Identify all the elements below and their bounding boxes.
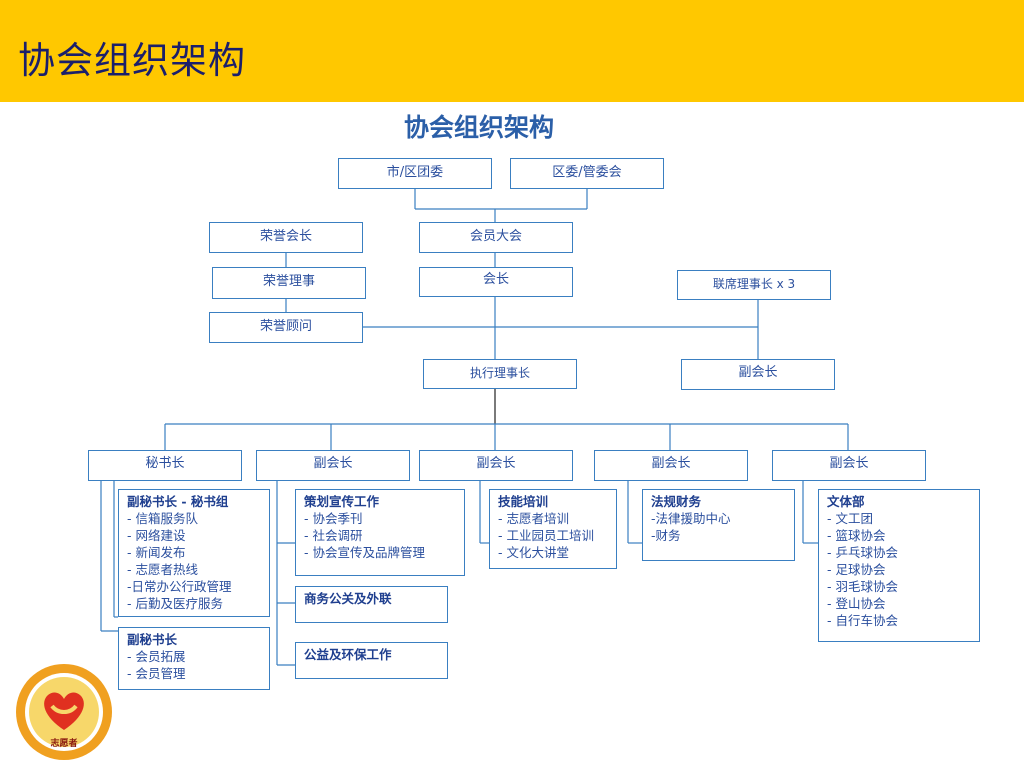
node-joint-chair: 联席理事长 x 3 xyxy=(677,270,831,300)
dept-welfare: 公益及环保工作 xyxy=(295,642,448,679)
dept-publicity: 策划宣传工作 - 协会季刊 - 社会调研 - 协会宣传及品牌管理 xyxy=(295,489,465,576)
node-secretary-general: 秘书长 xyxy=(88,450,242,481)
volunteer-logo: 志愿者 xyxy=(16,664,112,760)
dept-culture: 文体部 - 文工团 - 篮球协会 - 乒乓球协会 - 足球协会 - 羽毛球协会 … xyxy=(818,489,980,642)
dept-deputy-secretary-group: 副秘书长 - 秘书组 - 信箱服务队 - 网络建设 - 新闻发布 - 志愿者热线… xyxy=(118,489,270,617)
dept-item: - 羽毛球协会 xyxy=(827,579,898,594)
dept-item: - 志愿者培训 xyxy=(498,511,569,526)
dept-item: - 后勤及医疗服务 xyxy=(127,596,223,611)
dept-item: - 文工团 xyxy=(827,511,873,526)
header-banner: 协会组织架构 xyxy=(0,0,1024,102)
node-vp4: 副会长 xyxy=(772,450,926,481)
dept-item: - 篮球协会 xyxy=(827,528,886,543)
dept-item: - 自行车协会 xyxy=(827,613,898,628)
dept-item: - 工业园员工培训 xyxy=(498,528,594,543)
dept-item: - 网络建设 xyxy=(127,528,186,543)
dept-title: 技能培训 xyxy=(498,494,549,509)
dept-item: - 会员拓展 xyxy=(127,649,186,664)
dept-item: - 文化大讲堂 xyxy=(498,545,569,560)
dept-legal: 法规财务 -法律援助中心 -财务 xyxy=(642,489,795,561)
node-vp2: 副会长 xyxy=(419,450,573,481)
dept-item: - 志愿者热线 xyxy=(127,562,198,577)
dept-title: 法规财务 xyxy=(651,494,702,509)
node-executive-director: 执行理事长 xyxy=(423,359,577,389)
node-president: 会长 xyxy=(419,267,573,297)
node-vp3: 副会长 xyxy=(594,450,748,481)
banner-title: 协会组织架构 xyxy=(18,39,246,82)
node-honorary-director: 荣誉理事 xyxy=(212,267,366,299)
dept-title: 副秘书长 - 秘书组 xyxy=(127,494,229,509)
dept-item: - 新闻发布 xyxy=(127,545,186,560)
dept-item: - 乒乓球协会 xyxy=(827,545,898,560)
dept-item: -财务 xyxy=(651,528,681,543)
dept-item: -法律援助中心 xyxy=(651,511,731,526)
dept-title: 商务公关及外联 xyxy=(304,591,392,606)
dept-item: - 协会季刊 xyxy=(304,511,363,526)
dept-item: - 社会调研 xyxy=(304,528,363,543)
node-honorary-president: 荣誉会长 xyxy=(209,222,363,253)
dept-item: - 会员管理 xyxy=(127,666,186,681)
dept-deputy-secretary: 副秘书长 - 会员拓展 - 会员管理 xyxy=(118,627,270,690)
dept-item: -日常办公行政管理 xyxy=(127,579,232,594)
node-honorary-advisor: 荣誉顾问 xyxy=(209,312,363,343)
node-district-committee: 区委/管委会 xyxy=(510,158,664,189)
dept-item: - 协会宣传及品牌管理 xyxy=(304,545,425,560)
dept-item: - 足球协会 xyxy=(827,562,886,577)
node-vice-president-right: 副会长 xyxy=(681,359,835,390)
node-general-assembly: 会员大会 xyxy=(419,222,573,253)
dept-business: 商务公关及外联 xyxy=(295,586,448,623)
dept-item: - 信箱服务队 xyxy=(127,511,198,526)
dept-title: 副秘书长 xyxy=(127,632,178,647)
dept-item: - 登山协会 xyxy=(827,596,886,611)
diagram-title: 协会组织架构 xyxy=(403,113,554,142)
dept-title: 文体部 xyxy=(827,494,865,509)
dept-training: 技能培训 - 志愿者培训 - 工业园员工培训 - 文化大讲堂 xyxy=(489,489,617,569)
logo-text: 志愿者 xyxy=(50,737,77,749)
dept-title: 策划宣传工作 xyxy=(304,494,380,509)
node-vp1: 副会长 xyxy=(256,450,410,481)
dept-title: 公益及环保工作 xyxy=(304,647,392,662)
node-city-committee: 市/区团委 xyxy=(338,158,492,189)
